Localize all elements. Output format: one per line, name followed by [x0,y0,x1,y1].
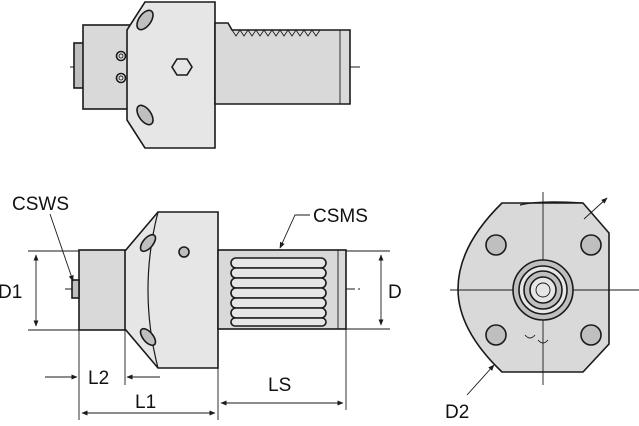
front-view-pin-hole [178,246,190,258]
end-view-spindle-bore [535,282,551,298]
top-view-flange-chamfer [126,1,146,149]
end-view-spindle-core [529,276,557,304]
label-d: D [388,282,402,303]
label-l2: L2 [88,368,109,389]
top-view-threaded-body [214,22,351,105]
end-view-edge [519,201,584,206]
end-view-bolt-hole-tr [580,234,602,256]
label-csms: CSMS [313,206,368,227]
end-view-bolt-hole-tl [485,234,507,256]
label-csws: CSWS [12,194,69,215]
front-view-end-cap [71,279,80,299]
d2-leader-upper [583,197,608,220]
front-view-hole-upper [139,233,157,253]
label-ls: LS [268,375,291,396]
top-view-screw-upper [115,50,127,62]
top-view [70,1,360,149]
front-view-thread-ribs [230,257,327,327]
top-view-hole-upper [136,9,154,31]
label-d2: D2 [445,402,469,423]
front-view-hole-lower [139,327,157,347]
hex-socket-icon [171,58,193,76]
end-view-mark-1 [524,334,536,339]
end-view-bolt-hole-bl [485,324,507,346]
end-view-bolt-hole-br [580,324,602,346]
dimensions: D1 D L2 L1 LS CSWS CSMS [0,194,402,420]
front-view [65,211,360,369]
label-d1: D1 [0,282,22,303]
top-view-screw-lower-inner [118,75,124,81]
front-view-flange-curve [147,211,159,369]
d2-leader-lower [466,364,495,396]
end-view: D2 [445,192,639,423]
top-view-screw-upper-inner [118,53,124,59]
top-view-hole-lower [136,104,154,126]
end-view-mark-2 [537,339,549,344]
label-l1: L1 [135,392,156,413]
top-view-thread-marks [231,29,321,37]
front-view-flange [124,211,219,369]
top-view-screw-lower [115,72,127,84]
csws-leader [49,213,74,282]
csms-leader [279,214,310,249]
